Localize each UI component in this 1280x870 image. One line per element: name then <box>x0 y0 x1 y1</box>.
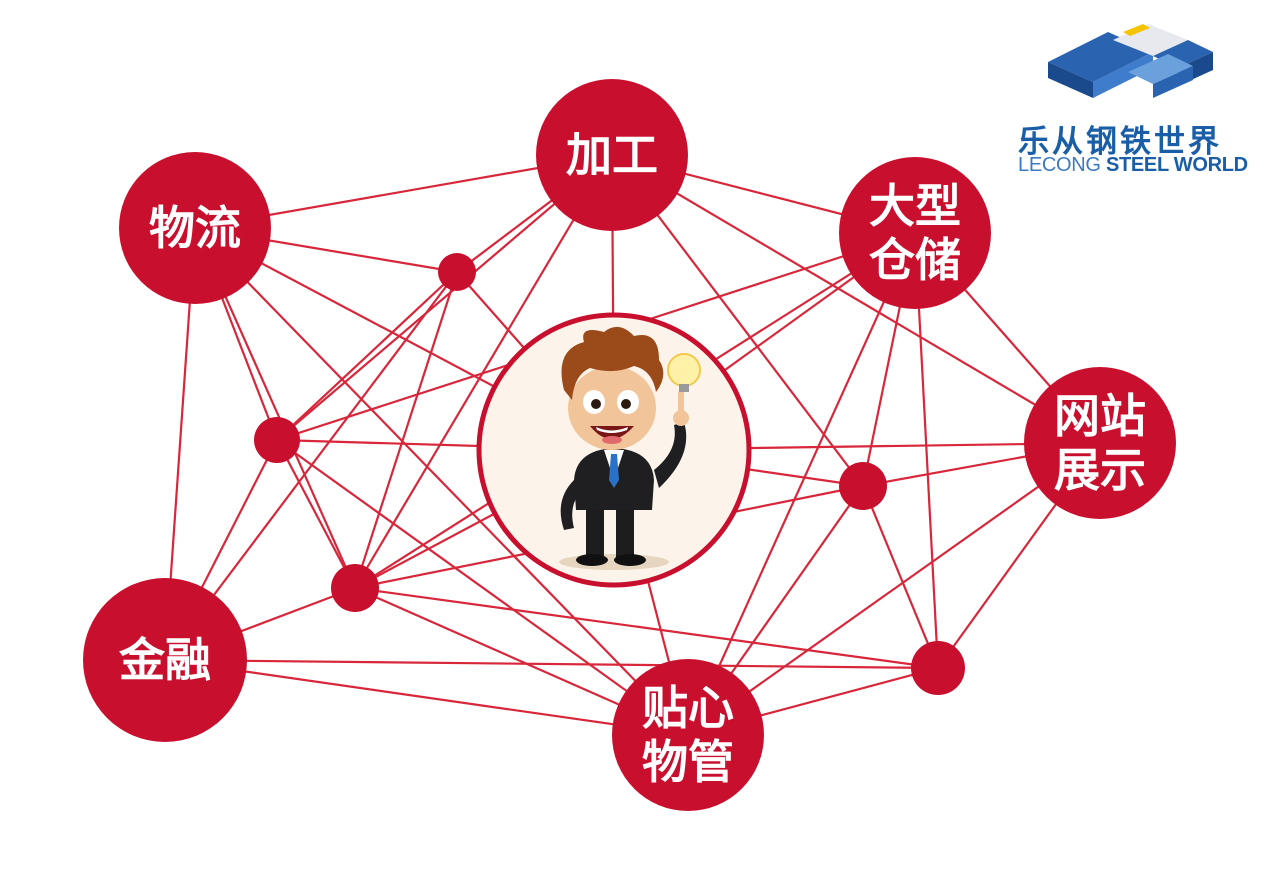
node-label: 加工 <box>566 128 658 182</box>
junction-dot <box>839 462 887 510</box>
connection-line <box>194 227 689 736</box>
steel-world-cube-logo-icon <box>1048 24 1213 98</box>
node-label: 仓储 <box>869 233 961 287</box>
node-circle <box>83 578 247 742</box>
node-label: 大型 <box>869 179 961 233</box>
service-nodes: 加工物流大型仓储网站展示金融贴心物管 <box>83 79 1176 811</box>
node-jinrong: 金融 <box>83 578 247 742</box>
junction-dot <box>438 253 476 291</box>
connection-line <box>861 485 940 669</box>
node-label: 贴心 <box>642 681 734 735</box>
node-circle <box>1024 367 1176 519</box>
node-label: 物管 <box>642 735 734 789</box>
node-circle <box>536 79 688 231</box>
junction-dots <box>254 253 965 695</box>
connection-line <box>164 658 689 737</box>
logo-english-bold: STEEL WORLD <box>1105 154 1248 176</box>
connection-line <box>353 271 459 589</box>
node-label: 物流 <box>149 201 241 255</box>
logo-english-light: LECONG <box>1018 154 1101 176</box>
node-circle <box>839 157 991 309</box>
node-label: 网站 <box>1054 389 1146 443</box>
node-label: 展示 <box>1054 443 1146 497</box>
node-circle <box>612 659 764 811</box>
node-jiagong: 加工 <box>536 79 688 231</box>
connection-line <box>686 232 917 736</box>
businessman-with-lightbulb-icon <box>559 326 701 570</box>
connection-line <box>611 154 1101 444</box>
node-label: 金融 <box>118 633 211 687</box>
brand-logo: 乐从钢铁世界 LECONG STEEL WORLD <box>1018 22 1263 182</box>
connection-line <box>687 442 1101 736</box>
connection-line <box>276 439 689 736</box>
connection-line <box>354 586 939 670</box>
connection-line <box>354 154 613 589</box>
junction-dot <box>254 417 300 463</box>
node-wuliu: 物流 <box>119 152 271 304</box>
node-circle <box>119 152 271 304</box>
connection-line <box>164 658 939 670</box>
logo-english-name: LECONG STEEL WORLD <box>1018 154 1263 177</box>
logo-chinese-name: 乐从钢铁世界 <box>1018 124 1222 160</box>
connection-line <box>276 439 356 589</box>
junction-dot <box>911 641 965 695</box>
center-figure <box>476 312 752 588</box>
junction-dot <box>331 564 379 612</box>
connection-line <box>276 271 458 441</box>
